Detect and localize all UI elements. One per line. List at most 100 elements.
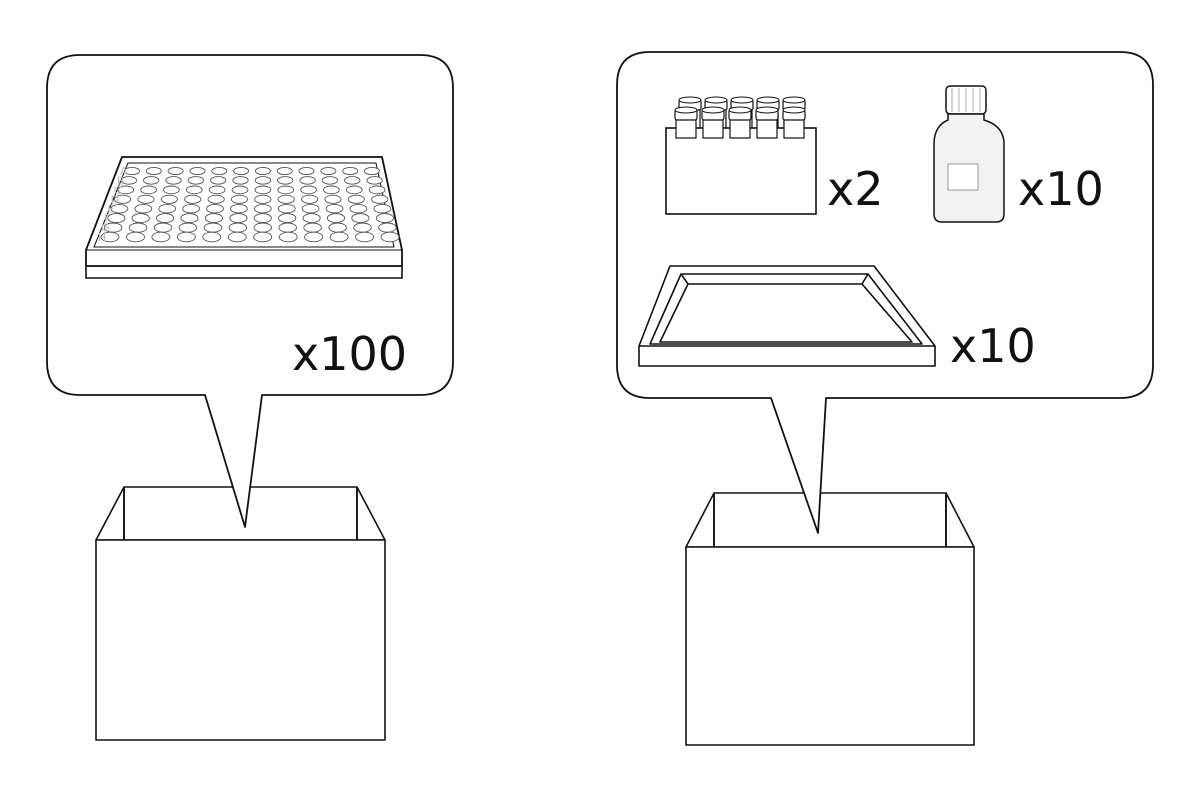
left-box-front [95,539,386,741]
plate-well [230,194,249,204]
plate-well [276,166,293,176]
plate-well [380,231,400,243]
right-box [685,492,975,746]
plate-well [110,203,129,214]
tube [701,106,725,139]
plate-row-letter: D [111,193,119,206]
plate-row-letter: C [114,184,122,197]
plate-quantity-label: x100 [292,327,407,381]
plate-well [277,203,296,214]
plate-well [167,166,184,176]
tray-quantity-label: x10 [950,319,1036,373]
plate-well [301,194,319,204]
plate-well [298,166,315,176]
plate-well [366,176,383,185]
plate-well [347,194,365,204]
plate-well [253,203,272,214]
bottle-illustration [933,85,1005,223]
plate-well [143,176,160,185]
plate-well [210,176,227,185]
plate-well [184,194,202,204]
plate-well [182,203,200,214]
plate-well [353,222,372,233]
plate-well [128,222,148,233]
plate-well [134,203,153,214]
plate-well [364,166,380,176]
plate-well [253,231,273,243]
plate-well [371,194,389,204]
tube-rack-quantity-label: x2 [827,162,884,216]
plate-well [178,222,198,233]
plate-well [303,222,322,233]
plate-well [145,166,162,176]
plate-well [254,194,272,204]
tube-rack-body [665,127,817,215]
plate-well [277,185,295,195]
plate-well [228,222,248,233]
plate-well [187,176,205,185]
plate-well [277,176,294,185]
bottle-label-area [947,163,979,191]
plate-well [124,166,140,176]
tube [755,106,779,139]
plate-well [254,166,271,176]
plate-well [227,231,247,243]
plate-row-letter: F [104,212,110,225]
plate-well [208,185,226,195]
plate-well [378,222,397,233]
tray-illustration [638,265,936,367]
plate-well [300,185,317,195]
plate-well [176,231,196,243]
plate-well [355,231,374,243]
right-box-back [713,492,947,548]
bottle-quantity-label: x10 [1018,162,1104,216]
plate-row-letter: E [107,203,114,216]
right-box-right-flap [945,492,975,548]
plate-well [329,231,349,243]
plate-well [163,185,180,195]
plate-well [323,185,340,195]
plate-well [278,213,297,224]
plate-well [301,203,320,214]
plate-well [299,176,316,185]
left-speech-bubble [46,54,454,528]
plate-well [231,185,249,195]
plate-well [151,231,171,243]
plate-well [180,213,199,224]
plate-well [206,203,224,214]
plate-well [302,213,321,224]
plate-well [156,213,175,224]
plate-row-letter: A [120,165,128,178]
plate-well [326,213,346,224]
plate-well [253,213,272,224]
plate-well [351,213,370,224]
plate-well [345,185,363,195]
plate-well [131,213,150,224]
plate-well [325,203,344,214]
plate-well [117,185,135,195]
left-box-left-flap [95,486,125,541]
plate-well [232,176,249,185]
plate-well [211,166,228,176]
plate-well [230,203,248,214]
plate-well [368,185,386,195]
plate-well [349,203,368,214]
plate-well [304,231,324,243]
plate-row-letter: B [117,174,125,187]
plate-well [321,176,339,185]
tube [728,106,752,139]
plate-well [344,176,361,185]
plate-well [137,194,155,204]
plate-well [100,231,120,243]
plate-well [153,222,173,233]
plate-well [165,176,182,185]
plate-well [202,231,222,243]
plate-well [375,213,394,224]
plate-well [373,203,392,214]
plate-well [114,194,132,204]
plate-well [207,194,225,204]
tube-rack-illustration [665,96,817,215]
plate-well [278,222,297,233]
